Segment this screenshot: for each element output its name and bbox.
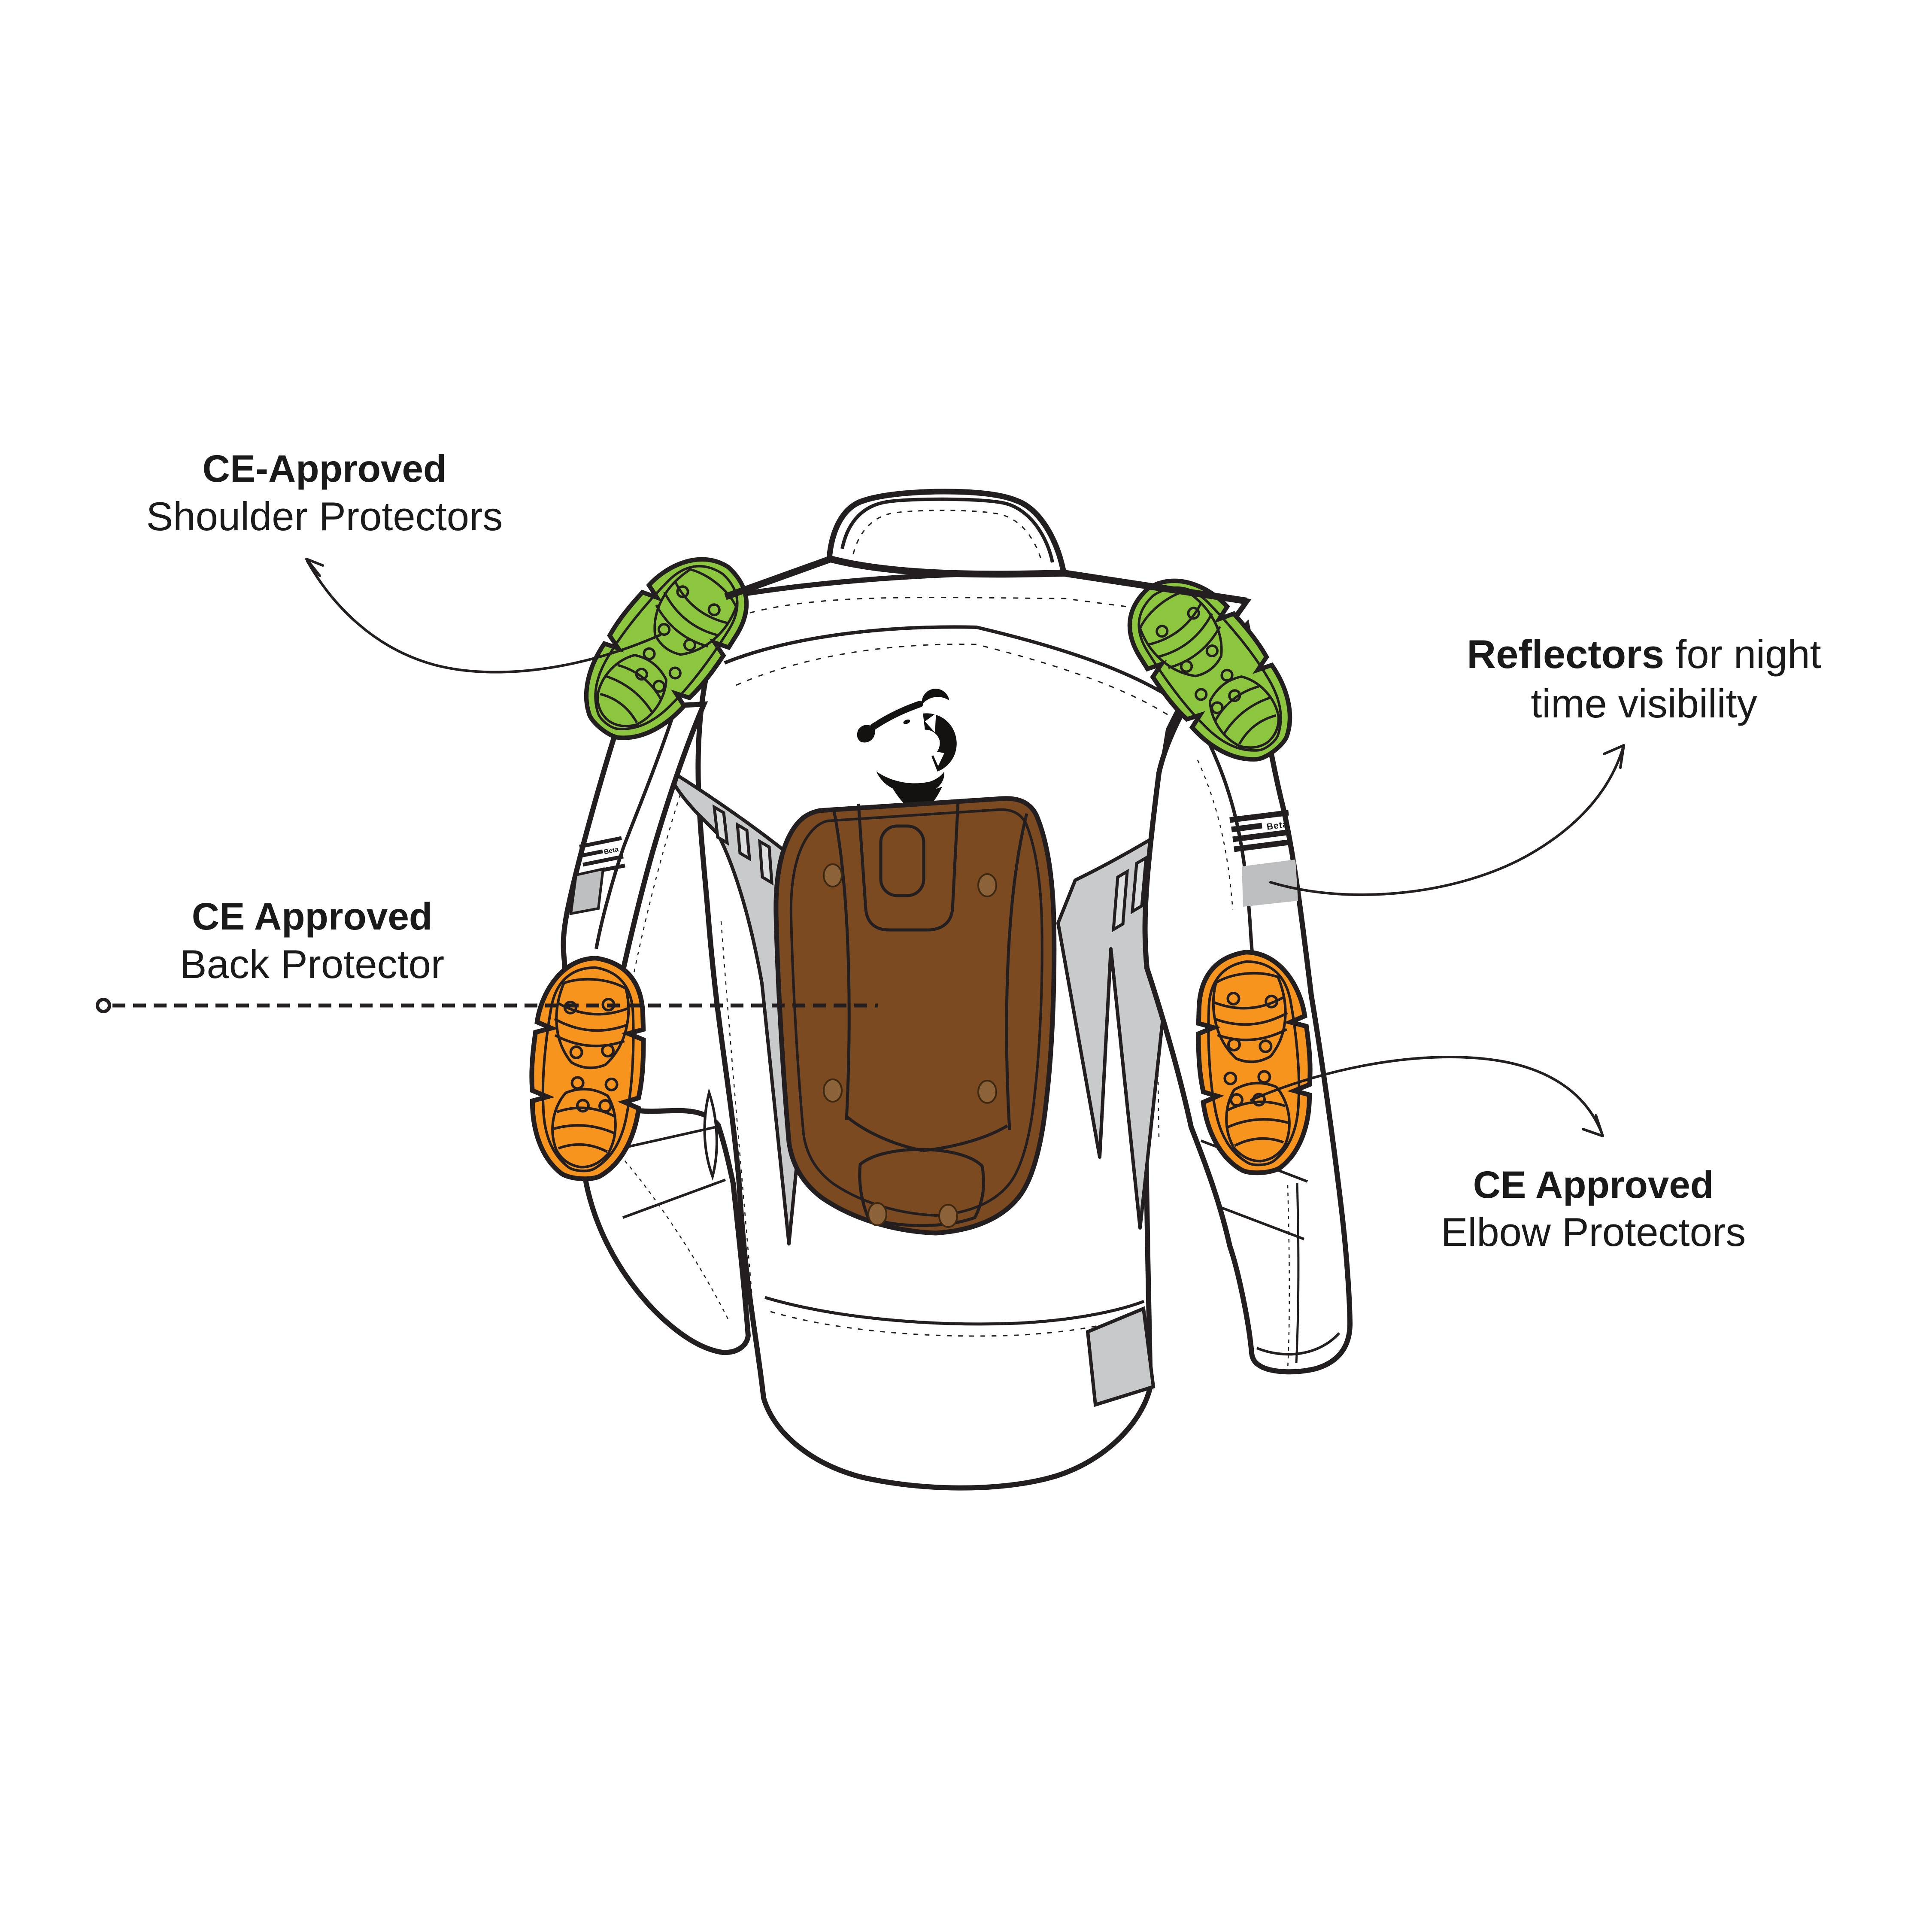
svg-text:Shoulder Protectors: Shoulder Protectors bbox=[146, 494, 503, 539]
svg-text:CE Approved: CE Approved bbox=[192, 895, 432, 938]
svg-text:time visibility: time visibility bbox=[1531, 681, 1757, 726]
svg-text:CE Approved: CE Approved bbox=[1473, 1163, 1714, 1206]
svg-text:Beta: Beta bbox=[603, 846, 619, 856]
svg-text:Reflectors for night: Reflectors for night bbox=[1467, 632, 1821, 677]
svg-text:CE-Approved: CE-Approved bbox=[203, 447, 447, 490]
svg-text:Back Protector: Back Protector bbox=[180, 942, 444, 987]
svg-text:Elbow Protectors: Elbow Protectors bbox=[1441, 1209, 1746, 1255]
